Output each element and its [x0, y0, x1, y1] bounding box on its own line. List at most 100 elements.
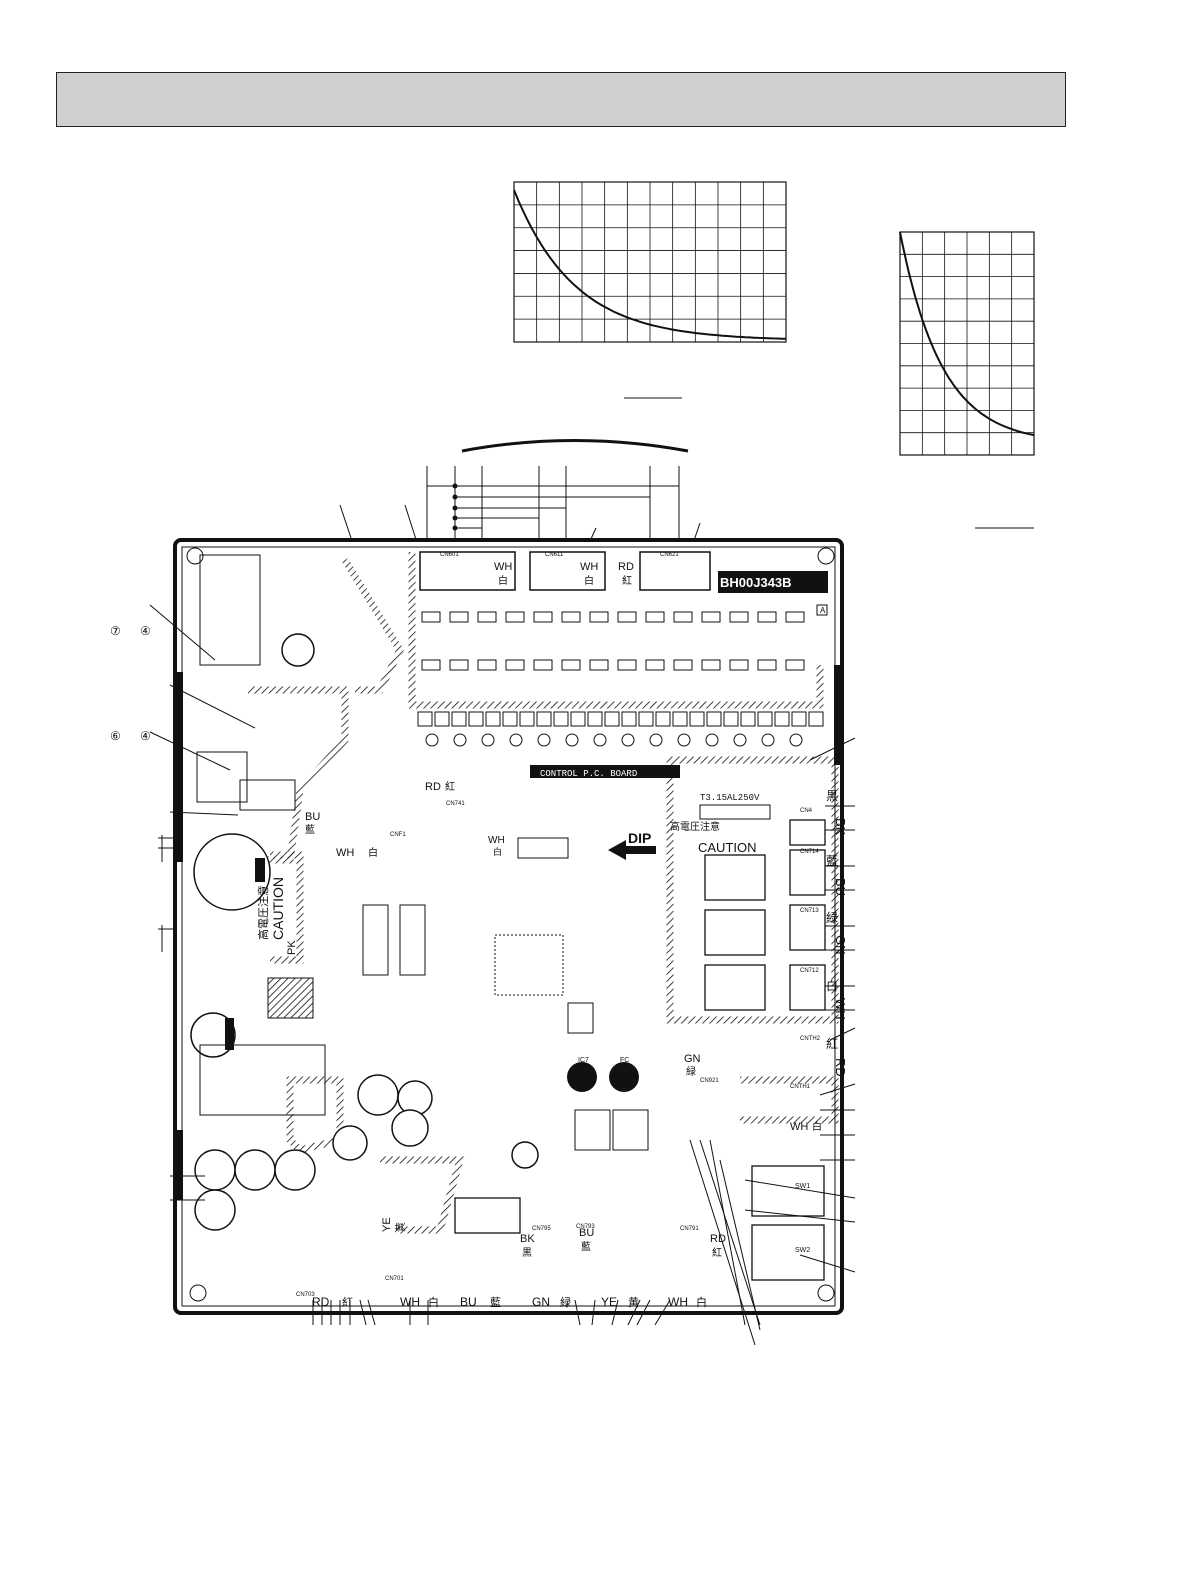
board-component [621, 733, 635, 747]
switch-sw2: SW2 [795, 1247, 810, 1254]
board-component [561, 659, 581, 671]
board-component [789, 733, 803, 747]
board-component [645, 611, 665, 623]
connector-cn621-id: CN621 [660, 552, 679, 558]
bottom-label-5-color: WH [668, 1295, 688, 1309]
bottom-label-0-color: RD [312, 1295, 330, 1309]
top-connectors [419, 551, 711, 591]
board-component [673, 611, 693, 623]
relays [454, 819, 826, 1281]
arc-bracket [461, 439, 689, 453]
lead-number-2: ⑥ [110, 729, 121, 743]
connector-cn621-jp: 紅 [622, 575, 632, 587]
terminal-pad [689, 711, 705, 727]
bottom-label-2-color: BU [460, 1295, 477, 1309]
corner-mark: A [820, 606, 826, 615]
ic792 [574, 1109, 611, 1151]
terminal-pad [706, 711, 722, 727]
resistor-block-r751 [239, 779, 296, 811]
connector-cn714-jp: 藍 [826, 854, 838, 868]
terminal-pad [808, 711, 824, 727]
connector-cn713-jp: 緑 [826, 910, 838, 925]
board-component [701, 611, 721, 623]
connector-cn713-id: CN713 [800, 908, 819, 914]
connector-cn703-color: PK [286, 940, 298, 955]
lead-number-0: ⑦ [110, 624, 121, 638]
junction-dots [452, 483, 458, 531]
connector-cn791-id: CN791 [680, 1226, 699, 1232]
terminal-pad [519, 711, 535, 727]
board-component [785, 659, 805, 671]
fuse-icon [699, 804, 771, 820]
board-component [701, 659, 721, 671]
ic-label-1: FC [620, 1057, 629, 1064]
board-component [449, 659, 469, 671]
terminal-pad [723, 711, 739, 727]
connector-cn791-jp: 紅 [712, 1247, 722, 1259]
terminal-pad [672, 711, 688, 727]
bottom-label-1-jp: 白 [428, 1295, 439, 1309]
terminal-pad [604, 711, 620, 727]
connector-cnth1-id: CNTH1 [790, 1084, 811, 1090]
board-component [505, 659, 525, 671]
board-component [425, 733, 439, 747]
board-component [649, 733, 663, 747]
board-component [589, 611, 609, 623]
board-component [729, 611, 749, 623]
connector-cn701-color: YE [381, 1217, 393, 1232]
bottom-label-3-color: GN [532, 1295, 550, 1309]
chart-a-curve [513, 189, 787, 340]
connector-cn601-id: CN601 [440, 552, 459, 558]
connector-cn611-color: WH [580, 561, 598, 573]
connector-cn701-id: CN701 [385, 1276, 404, 1282]
board-component [421, 659, 441, 671]
varistor-block [199, 554, 261, 666]
transformer [267, 977, 314, 1019]
board-component [505, 611, 525, 623]
board-component [449, 611, 469, 623]
terminal-pad [570, 711, 586, 727]
caution-jp-left: 高電圧注意 [256, 885, 270, 940]
terminal-pad [655, 711, 671, 727]
connector-cnf1-jp: 藍 [305, 823, 315, 836]
terminal-pad [774, 711, 790, 727]
connector-cn714-id: CN714 [800, 849, 819, 855]
connector-cn791-color: RD [710, 1233, 726, 1245]
connector-cn611-jp: 白 [584, 574, 594, 587]
connector-cn703-id: CN703 [296, 1292, 315, 1298]
connector-cnth2-color: RD [833, 1058, 848, 1077]
connector-cn921-jp: 緑 [686, 1065, 696, 1078]
connector-cn601-jp: 白 [498, 574, 508, 587]
terminal-pad [638, 711, 654, 727]
board-component [729, 659, 749, 671]
connector-cn795-color: BK [520, 1233, 535, 1245]
connector-cn741-id: CN741 [446, 801, 465, 807]
fuse-rating: T3.15AL250V [700, 793, 760, 803]
connector-cnf1-id: CNF1 [390, 832, 406, 838]
terminal-pad [757, 711, 773, 727]
board-component [421, 611, 441, 623]
right-leader-lines [744, 737, 856, 1273]
connector-cn793-id: CN793 [576, 1224, 595, 1230]
board-component [757, 611, 777, 623]
board-component [533, 611, 553, 623]
connector-cnf1-color: BU [305, 811, 320, 823]
connector-cn713-color: GN [833, 935, 848, 955]
board-component [509, 733, 523, 747]
connector-cn4-id: CN4 [800, 808, 813, 814]
connector-cn611-id: CN611 [545, 552, 564, 558]
connector-cn712-color: WH [833, 998, 848, 1020]
left-leader-lines [149, 604, 256, 1201]
connector-cn4-color: BK [833, 818, 848, 836]
hatched-boundaries [248, 552, 839, 1234]
board-component [589, 659, 609, 671]
ic-label-0: IC7 [578, 1057, 589, 1064]
ic791 [612, 1109, 649, 1151]
bottom-label-4-color: YE [601, 1295, 617, 1309]
connector-cn714-color: BU [833, 878, 848, 896]
board-component [677, 733, 691, 747]
connector-cn795-id: CN795 [532, 1226, 551, 1232]
caution-label-left: CAUTION [270, 877, 286, 940]
board-component [785, 611, 805, 623]
